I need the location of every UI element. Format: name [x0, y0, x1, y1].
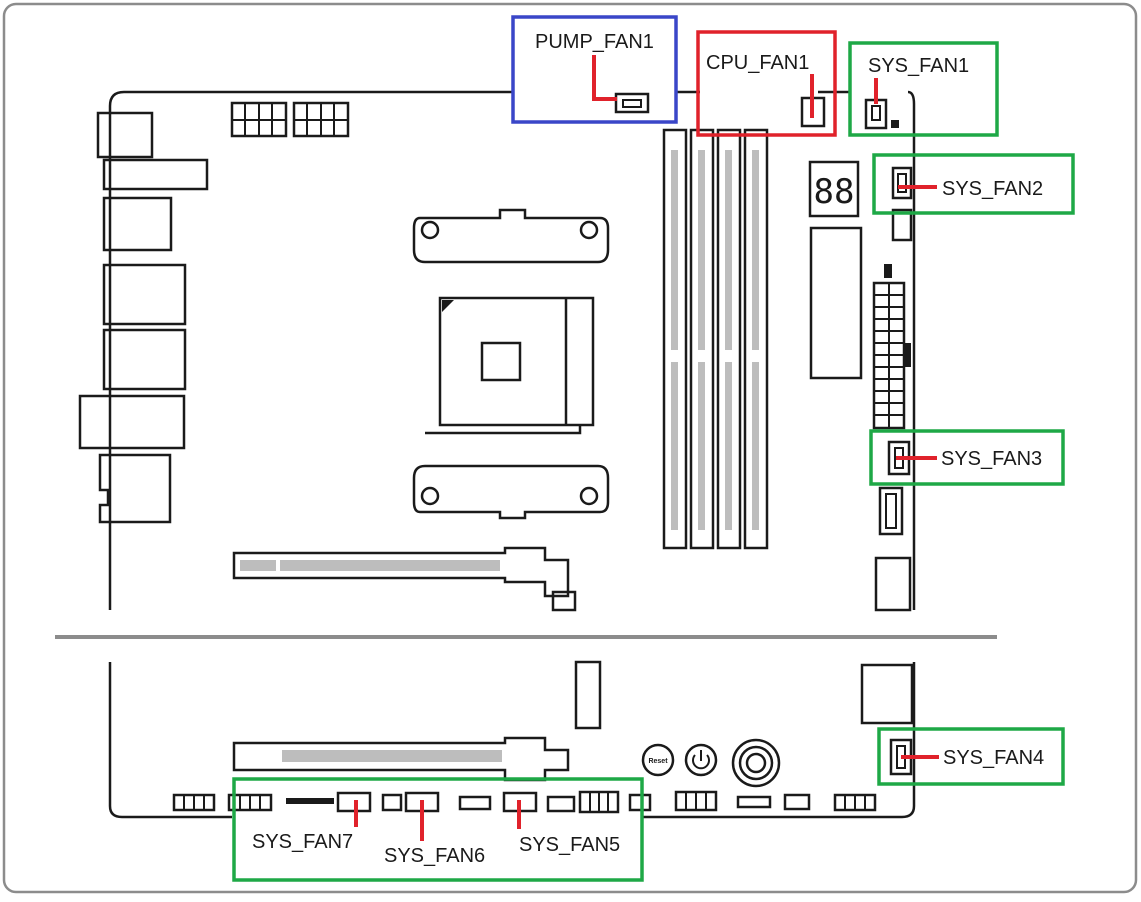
cpu-power-connectors [230, 101, 350, 138]
pcie-slot-1 [232, 546, 577, 612]
sys-fan1-header [864, 98, 899, 130]
retention-bracket-bottom [412, 464, 610, 520]
sys-fan1-highlight-box [848, 41, 999, 137]
sys-fan4-label: SYS_FAN4 [943, 747, 1044, 769]
clear-cmos-icon[interactable] [731, 738, 781, 788]
sys-fan5-label: SYS_FAN5 [519, 834, 620, 856]
pcie-slot-2 [232, 736, 570, 782]
sys-fan2-label: SYS_FAN2 [942, 178, 1043, 200]
sys-fan7-label: SYS_FAN7 [252, 831, 353, 853]
atx-power-connector [872, 264, 911, 430]
sys-fan3-label: SYS_FAN3 [941, 448, 1042, 470]
m2-slot-side [809, 226, 863, 380]
pump-fan1-highlight-box [511, 15, 678, 124]
power-button-icon[interactable] [684, 743, 718, 777]
m2-slot-bottom [574, 660, 602, 730]
cpu-fan1-highlight-box [696, 30, 837, 137]
seven-segment-digits: 88 [814, 172, 855, 212]
pump-fan1-label: PUMP_FAN1 [535, 31, 654, 53]
sys-fan6-label: SYS_FAN6 [384, 845, 485, 867]
retention-bracket-top [412, 208, 610, 264]
cpu-fan1-label: CPU_FAN1 [706, 52, 809, 74]
pump-fan1-header [614, 92, 650, 114]
bottom-headers [172, 790, 877, 814]
connector-right-bottom [860, 663, 914, 725]
sata-port [878, 486, 904, 536]
rear-io-panel [78, 111, 209, 524]
sys-fan2-highlight-box [872, 153, 1075, 215]
reset-button[interactable]: Reset [641, 743, 675, 777]
pump-fan1-leader [592, 55, 617, 101]
dimm-slots [662, 128, 769, 550]
reset-label: Reset [648, 758, 668, 765]
connector-right-lower [874, 556, 912, 612]
debug-led-display: 88 [808, 160, 860, 218]
sata-port-inner [885, 493, 897, 529]
sys-fan4-highlight-box [877, 727, 1065, 786]
usb-header-right [891, 208, 913, 242]
board-outline-bottom [108, 662, 916, 819]
sys-fan1-label: SYS_FAN1 [868, 55, 969, 77]
cpu-socket [425, 296, 595, 435]
board-outline-top [108, 90, 916, 610]
sys-fan3-highlight-box [869, 429, 1065, 486]
bottom-sys-fans-highlight-box [232, 777, 644, 882]
sys-fan2-header [891, 166, 913, 200]
